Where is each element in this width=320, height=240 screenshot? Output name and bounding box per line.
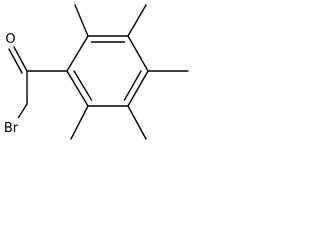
bromine-atom: Br bbox=[1, 118, 22, 136]
ring-bond-c4-c5 bbox=[127, 70, 149, 107]
ring-bond-c6-c1-inner bbox=[73, 70, 93, 101]
carbonyl-double-bond-inner bbox=[8, 48, 23, 74]
ring-bond-c6-c1 bbox=[66, 70, 89, 107]
methyl-bond-c3 bbox=[127, 4, 147, 37]
methyl-bond-c5 bbox=[127, 105, 147, 140]
bromine-label: Br bbox=[4, 121, 19, 136]
ring-bond-c4-c5-inner bbox=[123, 70, 142, 101]
bromoacetyl-group bbox=[8, 46, 68, 121]
molecule-structure: O Br bbox=[1, 4, 189, 140]
oxygen-label: O bbox=[5, 32, 15, 47]
ring-bond-c1-c2 bbox=[66, 35, 89, 72]
methyl-bond-c6 bbox=[70, 105, 89, 140]
oxygen-atom: O bbox=[3, 29, 18, 47]
ch2-br-bond bbox=[16, 103, 28, 121]
methyl-bond-c2 bbox=[74, 4, 89, 37]
benzene-ring bbox=[66, 35, 149, 107]
methyl-groups bbox=[70, 4, 189, 140]
ring-bond-c3-c4 bbox=[127, 35, 149, 72]
carbonyl-double-bond-outer bbox=[13, 46, 28, 72]
